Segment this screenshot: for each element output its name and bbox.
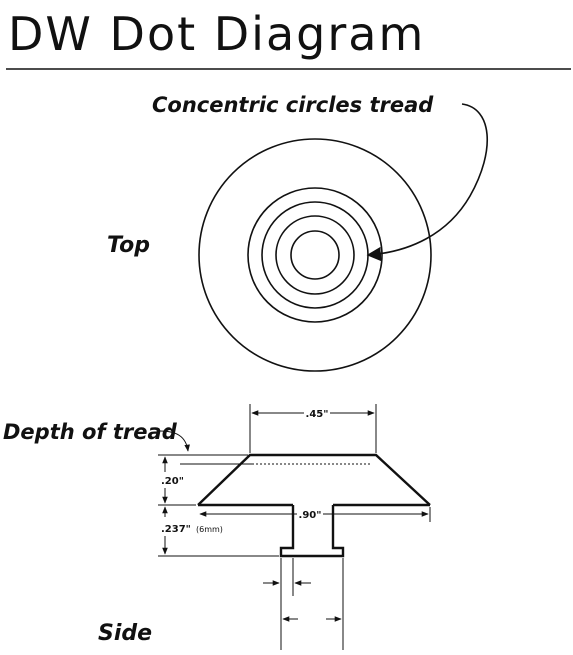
bottom-width-label: .90" (299, 510, 322, 521)
bottom-width-dimension: .90" (199, 507, 431, 522)
concentric-label: Concentric circles tread (152, 93, 434, 117)
concentric-pointer-arrow (366, 103, 488, 262)
top-width-label: .45" (306, 409, 329, 420)
upper-height-label: .20" (161, 476, 184, 487)
lower-height-label: .237" (161, 524, 191, 535)
tread-ring-1 (247, 187, 383, 323)
tread-ring-4 (290, 230, 340, 280)
lower-height-mm-label: (6mm) (196, 525, 223, 534)
tread-ring-2 (261, 201, 369, 309)
outer-circle (198, 138, 432, 372)
depth-of-tread-label: Depth of tread (3, 420, 178, 444)
side-view-label: Side (98, 621, 152, 646)
page-title: DW Dot Diagram (8, 7, 425, 61)
tread-ring-3 (275, 215, 355, 295)
top-width-dimension: .45" (249, 404, 377, 453)
stem-dimensions (263, 558, 344, 650)
height-dimensions: .20" .237" (6mm) (158, 454, 279, 557)
top-view-circles (198, 138, 432, 372)
side-view-profile (197, 453, 431, 558)
top-view-label: Top (107, 233, 150, 258)
depth-pointer (159, 430, 190, 452)
